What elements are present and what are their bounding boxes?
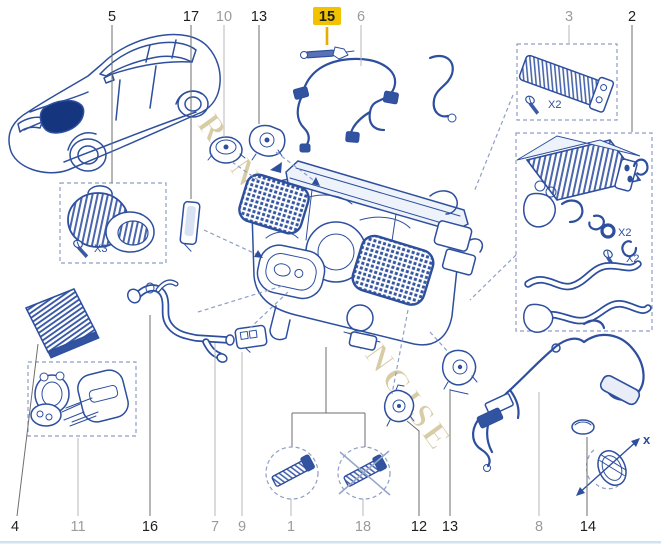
arrow-icon (576, 487, 585, 496)
main-hvac-unit (238, 160, 484, 351)
actuator-13-bottom (441, 349, 478, 395)
bottom-rule (0, 541, 661, 544)
element-1-dashed-circle (265, 446, 319, 500)
screw-icon (520, 94, 545, 116)
part-label-2[interactable]: 2 (628, 9, 636, 25)
blower-dashed-box (59, 182, 167, 264)
right-intake-grille (351, 234, 435, 306)
heater-core (525, 139, 642, 201)
round-cap-actuator (207, 136, 246, 164)
deleted-part-mark: x (643, 432, 651, 447)
part-label-15-selected[interactable]: 15 (319, 9, 335, 25)
gasket-seal (523, 303, 554, 333)
arrow-icon (270, 162, 282, 173)
part-label-7[interactable]: 7 (211, 519, 219, 535)
part-label-5[interactable]: 5 (108, 9, 116, 25)
arrow-icon (631, 438, 640, 447)
ptc-screw-qty: X2 (548, 99, 561, 111)
core-dashed-box (515, 132, 653, 332)
selected-part-highlight (313, 7, 341, 25)
element-circles-group (265, 347, 391, 500)
left-intake-grille (238, 173, 310, 235)
part-label-10[interactable]: 10 (216, 9, 232, 25)
cabin-filter (24, 288, 100, 359)
part-label-4[interactable]: 4 (11, 519, 19, 535)
wiring-harness-bottom (472, 333, 645, 472)
heater-resistor (179, 200, 201, 252)
lower-left-housing (256, 244, 326, 300)
part-label-13-bottom[interactable]: 13 (442, 519, 458, 535)
actuator-12 (383, 384, 415, 427)
blower-motor-group: X3 (59, 182, 167, 264)
leader-lines (16, 25, 633, 517)
drain-hose-group (126, 279, 235, 363)
mounting-bracket-9 (234, 324, 268, 353)
ptc-dashed-box (516, 43, 618, 121)
sensor-part-15 (300, 46, 355, 60)
actuator-top (248, 124, 286, 161)
bottom-part-labels: 4 11 16 7 9 1 18 12 13 8 14 (11, 519, 596, 535)
arrow-icon (312, 177, 320, 186)
part-label-8[interactable]: 8 (535, 519, 543, 535)
part-label-13-top[interactable]: 13 (251, 9, 267, 25)
part-label-3[interactable]: 3 (565, 9, 573, 25)
car-engine-highlight-blob (39, 99, 85, 134)
o-ring (600, 223, 616, 239)
arrow-icon (254, 250, 263, 258)
car-illustration (8, 33, 221, 174)
superseded-cross-icon (338, 450, 391, 496)
part-label-6[interactable]: 6 (357, 9, 365, 25)
cover-kit-group (27, 361, 137, 437)
part-label-1[interactable]: 1 (287, 519, 295, 535)
discontinued-part-group: x (576, 432, 651, 496)
ptc-heater-group: X2 (516, 43, 618, 121)
element-18-dashed-circle (337, 446, 391, 500)
heater-core-kit-group: X2 X2 (515, 132, 653, 333)
part-label-9[interactable]: 9 (238, 519, 246, 535)
blower-screw-qty: X3 (94, 243, 107, 255)
part-label-12[interactable]: 12 (411, 519, 427, 535)
gasket-seal (523, 192, 556, 228)
dashed-connectors (197, 94, 517, 395)
part-label-16[interactable]: 16 (142, 519, 158, 535)
part-label-14[interactable]: 14 (580, 519, 596, 535)
part-label-17[interactable]: 17 (183, 9, 199, 25)
part-label-18[interactable]: 18 (355, 519, 371, 535)
oring-qty: X2 (618, 227, 631, 239)
part-label-11[interactable]: 11 (70, 519, 85, 535)
wiring-harness-top (292, 54, 457, 153)
grommet-14 (571, 419, 595, 435)
top-part-labels: 5 17 10 13 15 6 3 2 (108, 7, 636, 25)
